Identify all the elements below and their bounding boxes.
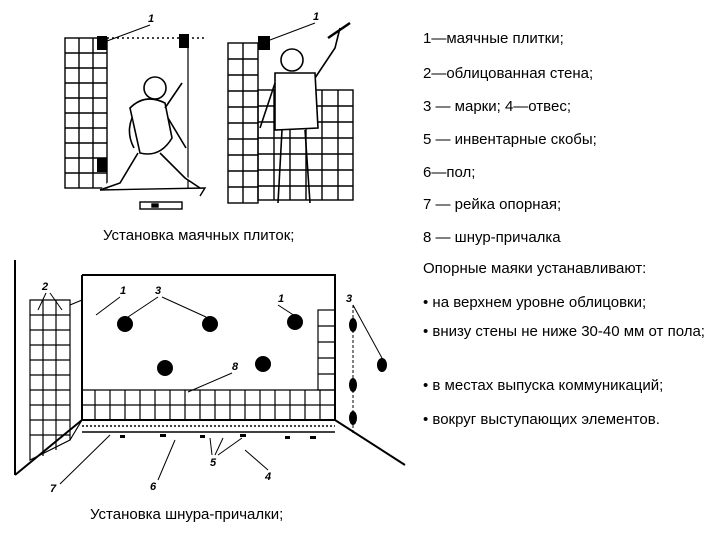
legend-item: 5 — инвентарные скобы; xyxy=(423,131,597,148)
callout-top-right: 1 xyxy=(269,11,319,41)
beacon-tile xyxy=(97,158,107,172)
mark-dot xyxy=(287,314,303,330)
callout-label: 2 xyxy=(41,281,48,293)
mark-dot xyxy=(157,360,173,376)
bullet-item: • в местах выпуска коммуникаций; xyxy=(423,377,664,394)
mark-dot xyxy=(255,356,271,372)
mark-dot xyxy=(117,316,133,332)
floor-texture xyxy=(120,434,316,439)
callout-label: 4 xyxy=(264,471,271,483)
beacon-tile xyxy=(97,36,107,50)
bullet-item: • внизу стены не ниже 30-40 мм от пола; xyxy=(423,323,705,340)
callout-label: 5 xyxy=(210,457,217,469)
tiled-bottom-band xyxy=(82,389,335,420)
tiled-left-wall xyxy=(29,299,83,461)
callout-label: 1 xyxy=(313,11,319,23)
floor-left xyxy=(99,187,207,210)
callout-label: 1 xyxy=(278,293,284,305)
legend-item: 2—облицованная стена; xyxy=(423,65,594,82)
callout-label: 3 xyxy=(346,293,352,305)
legend-item: 8 — шнур-причалка xyxy=(423,229,561,246)
legend-heading: Опорные маяки устанавливают: xyxy=(423,260,647,277)
callout-label: 6 xyxy=(150,481,157,493)
caption-top-figure: Установка маячных плиток; xyxy=(103,227,295,244)
caption-bottom-figure: Установка шнура-причалки; xyxy=(90,506,284,523)
legend-item: 1—маячные плитки; xyxy=(423,30,564,47)
plumb-line-right xyxy=(349,305,387,435)
figure-string-line-installation: 2 1 3 1 3 8 7 6 5 4 xyxy=(14,260,406,495)
callout-label: 1 xyxy=(120,285,126,297)
bullet-item: • вокруг выступающих элементов. xyxy=(423,411,660,428)
left-tiled-wall xyxy=(64,37,205,189)
figure-beacon-tiles-installation: 1 1 xyxy=(64,11,354,210)
legend-item: 6—пол; xyxy=(423,164,476,181)
bullet-item: • на верхнем уровне облицовки; xyxy=(423,294,647,311)
callout-label: 3 xyxy=(155,285,161,297)
support-rail xyxy=(82,425,335,433)
worker-crouching xyxy=(99,76,201,191)
callout-label: 1 xyxy=(148,13,154,25)
callout-label: 8 xyxy=(232,361,239,373)
beacon-tile xyxy=(179,34,189,48)
tiled-right-strip xyxy=(317,309,336,391)
legend-item: 3 — марки; 4—отвес; xyxy=(423,98,571,115)
worker-standing xyxy=(259,21,351,204)
beacon-tile xyxy=(258,36,270,50)
mark-dot xyxy=(202,316,218,332)
callout-label: 7 xyxy=(50,483,57,495)
legend-item: 7 — рейка опорная; xyxy=(423,196,562,213)
callout-top-left: 1 xyxy=(106,13,154,42)
